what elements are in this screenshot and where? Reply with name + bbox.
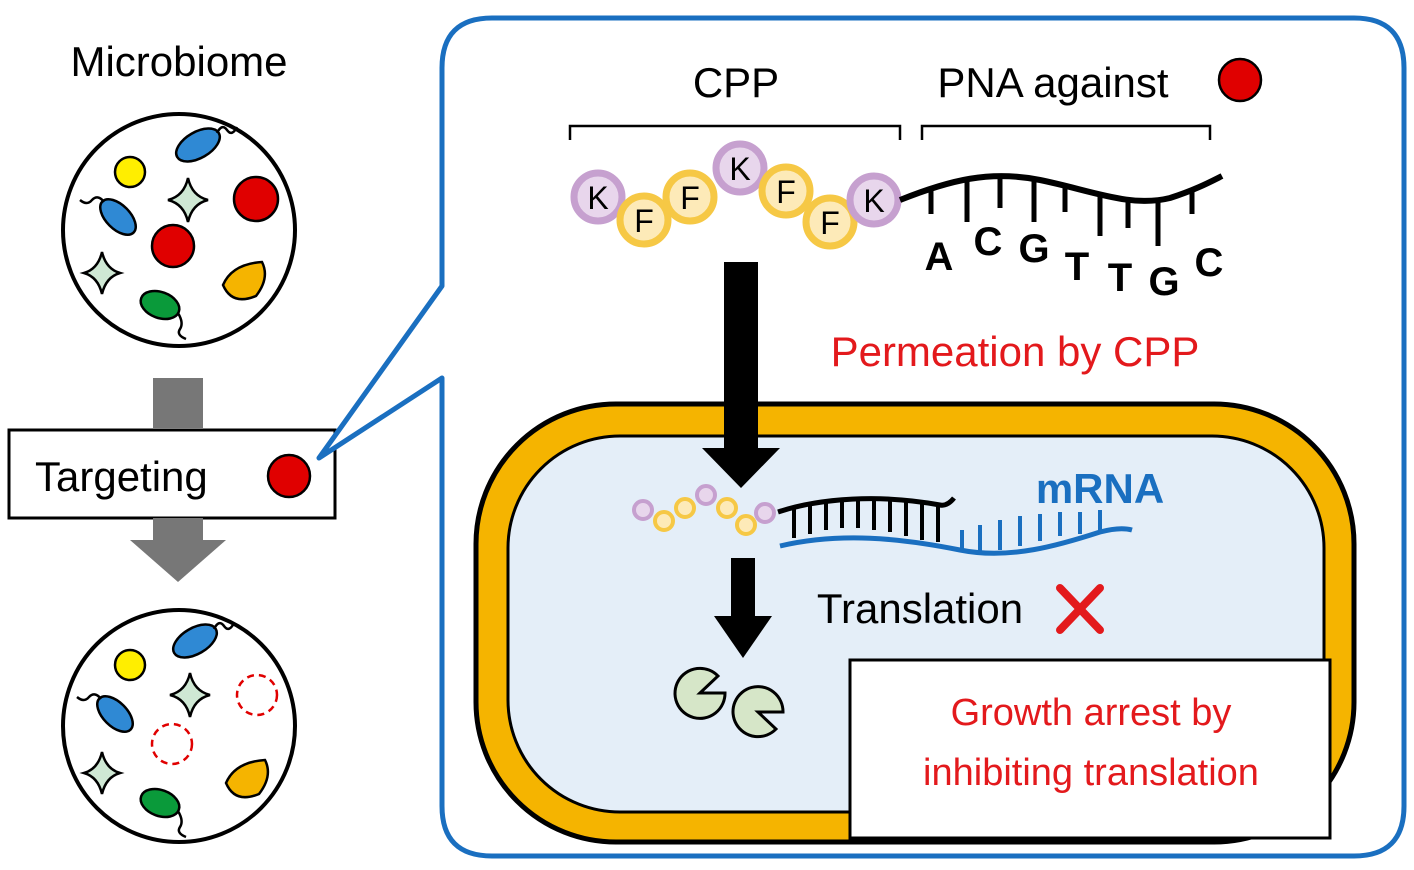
blue-flagellated-cell-icon: [79, 196, 137, 236]
microbiome-after: [61, 608, 297, 844]
yellow-cell-icon: [113, 648, 147, 682]
orange-cell-icon: [221, 260, 267, 301]
permeation-arrow-icon: [702, 262, 780, 488]
translation-label: Translation: [817, 585, 1023, 632]
down-arrow-icon: [130, 518, 226, 582]
removed-target-cell-icon: [235, 673, 279, 717]
permeation-label: Permeation by CPP: [831, 328, 1200, 375]
pna-bracket: [920, 124, 1212, 140]
result-box: Growth arrest by inhibiting translation: [848, 658, 1332, 840]
phenylalanine-bead: [662, 169, 718, 225]
result-line-2: inhibiting translation: [923, 752, 1259, 794]
microbiome-title: Microbiome: [70, 38, 287, 85]
down-arrow-shaft: [153, 378, 203, 428]
residue-label: F: [820, 205, 840, 241]
lysine-bead: [570, 169, 626, 225]
mrna-label: mRNA: [1036, 465, 1164, 512]
result-line-1: Growth arrest by: [951, 692, 1232, 734]
lysine-bead: [846, 172, 902, 228]
residue-label: K: [587, 180, 608, 216]
green-flagellated-cell-icon: [139, 787, 187, 839]
microbiome-before: [61, 112, 297, 348]
lysine-bead: [712, 140, 768, 196]
star-cell-icon: [169, 672, 211, 718]
blue-flagellated-cell-icon: [171, 621, 236, 659]
blocked-x-icon: [1056, 584, 1104, 634]
yellow-cell-icon: [113, 155, 147, 189]
pna-base: G: [1018, 227, 1049, 271]
cpp-bracket: [568, 124, 902, 140]
pna-base: C: [974, 220, 1003, 264]
star-cell-icon: [79, 751, 125, 795]
pna-base: C: [1195, 241, 1224, 285]
red-target-marker-icon: [1217, 57, 1263, 103]
pna-label: PNA against: [937, 59, 1168, 106]
pna-strand: A C G T T G C: [898, 173, 1224, 304]
targeting-box: Targeting: [7, 428, 337, 520]
orange-cell-icon: [224, 758, 270, 799]
star-cell-icon: [79, 251, 125, 295]
phenylalanine-bead: [802, 194, 858, 250]
cpp-peptide-chain: K F F K F F K: [570, 140, 902, 250]
ribosome-icon: [673, 666, 727, 720]
targeting-label: Targeting: [35, 453, 208, 500]
residue-label: F: [776, 174, 796, 210]
red-target-cell-icon: [232, 175, 280, 223]
green-flagellated-cell-icon: [139, 289, 187, 341]
pna-mrna-duplex: [777, 496, 1133, 556]
removed-target-cell-icon: [150, 722, 194, 766]
phenylalanine-bead: [616, 192, 672, 248]
blue-flagellated-cell-icon: [76, 693, 134, 733]
star-cell-icon: [167, 177, 209, 223]
pna-base: G: [1148, 260, 1179, 304]
red-target-marker-icon: [266, 453, 312, 499]
cpp-label: CPP: [693, 59, 779, 106]
pna-base: A: [925, 235, 954, 279]
internalized-peptide: [632, 484, 776, 536]
blue-flagellated-cell-icon: [174, 125, 239, 163]
phenylalanine-bead: [758, 163, 814, 219]
residue-label: F: [634, 203, 654, 239]
residue-label: K: [729, 151, 750, 187]
residue-label: F: [680, 180, 700, 216]
ribosome-icon: [731, 685, 785, 739]
red-target-cell-icon: [150, 223, 196, 269]
pna-base: T: [1065, 245, 1089, 289]
translation-arrow-icon: [714, 558, 772, 658]
residue-label: K: [863, 183, 884, 219]
pna-base: T: [1108, 256, 1132, 300]
